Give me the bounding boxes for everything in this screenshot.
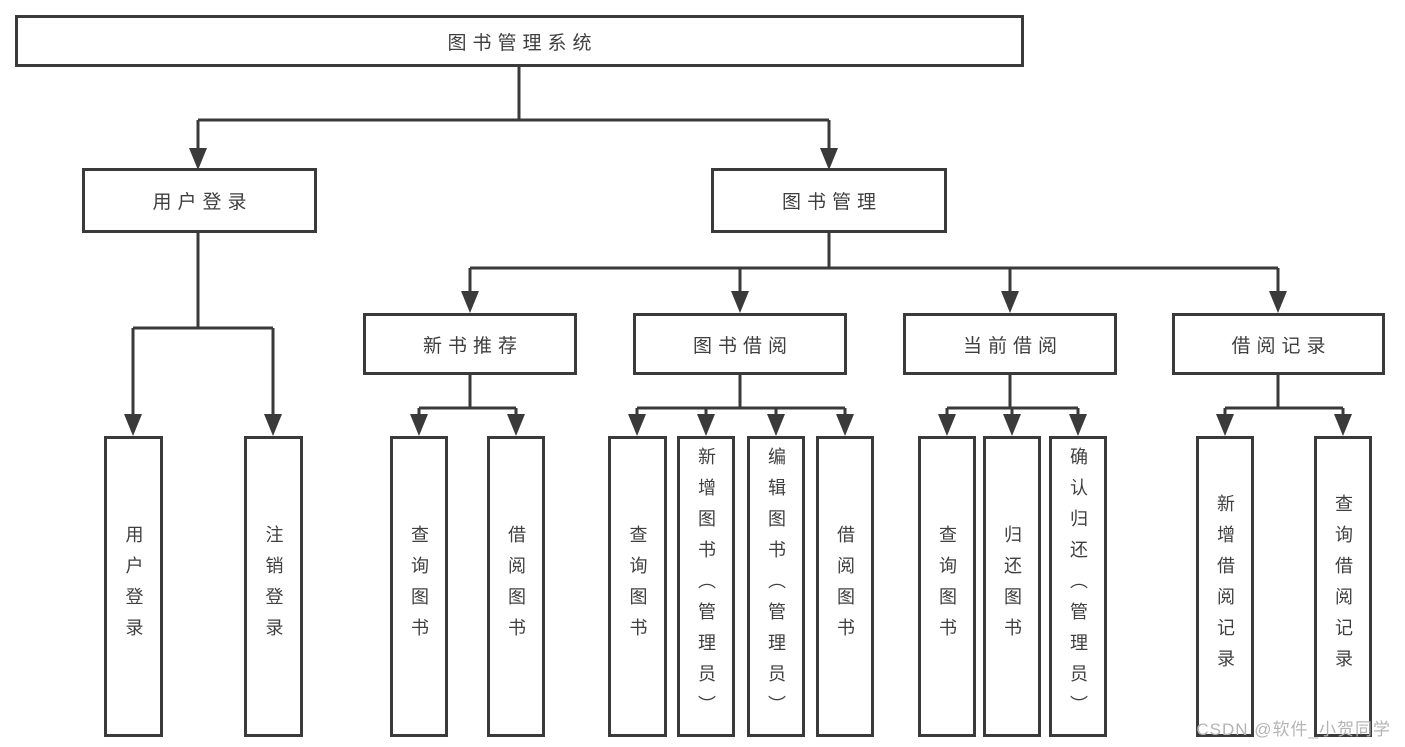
node-current-borrowing: 当前借阅 [903,313,1117,375]
leaf-edit-book-admin: 编辑图书（管理员） [747,436,805,737]
leaf-add-borrow-record: 新增借阅记录 [1196,436,1254,737]
leaf-query-books-borrow: 查询图书 [608,436,667,737]
leaf-borrow-books: 借阅图书 [816,436,874,737]
node-book-management: 图书管理 [711,168,947,233]
leaf-add-book-admin: 新增图书（管理员） [677,436,735,737]
leaf-borrow-books-recommend: 借阅图书 [487,436,545,737]
leaf-logout: 注销登录 [244,436,303,737]
leaf-query-books-recommend: 查询图书 [390,436,448,737]
leaf-query-borrow-record: 查询借阅记录 [1314,436,1372,737]
watermark: CSDN @软件_小贺同学 [1196,720,1391,739]
node-book-borrowing: 图书借阅 [633,313,847,375]
leaf-user-login: 用户登录 [104,436,163,737]
leaf-return-book: 归还图书 [983,436,1041,737]
node-root-system: 图书管理系统 [15,15,1024,67]
leaf-query-books-current: 查询图书 [918,436,976,737]
node-borrowing-records: 借阅记录 [1172,313,1385,375]
node-new-book-recommend: 新书推荐 [363,313,577,375]
node-user-login: 用户登录 [82,168,317,233]
leaf-confirm-return-admin: 确认归还（管理员） [1049,436,1107,737]
